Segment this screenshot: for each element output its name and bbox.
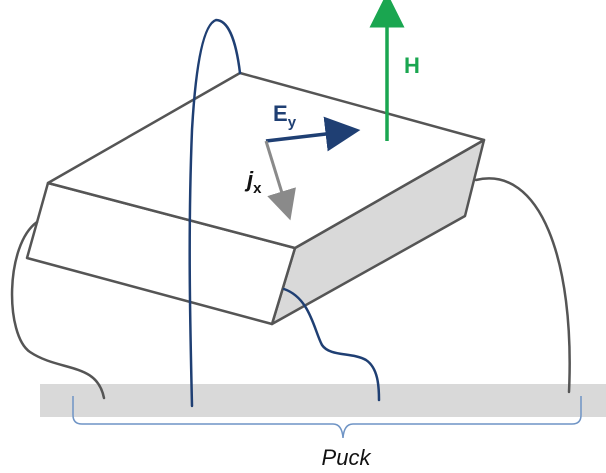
current-label: jx [244,167,262,197]
e-field-arrow [265,116,361,152]
wire-right-dark [474,177,571,394]
e-field-label: Ey [273,101,297,131]
puck-label: Puck [322,445,372,470]
puck-bar [40,384,606,417]
sample-top-face [46,71,486,250]
wire-left-dark [10,220,106,400]
current-arrow [264,140,296,221]
puck-brace [72,396,582,439]
wire-bottom-blue [282,287,381,402]
h-field-label: H [404,53,420,78]
wire-vertical-blue [188,18,242,408]
